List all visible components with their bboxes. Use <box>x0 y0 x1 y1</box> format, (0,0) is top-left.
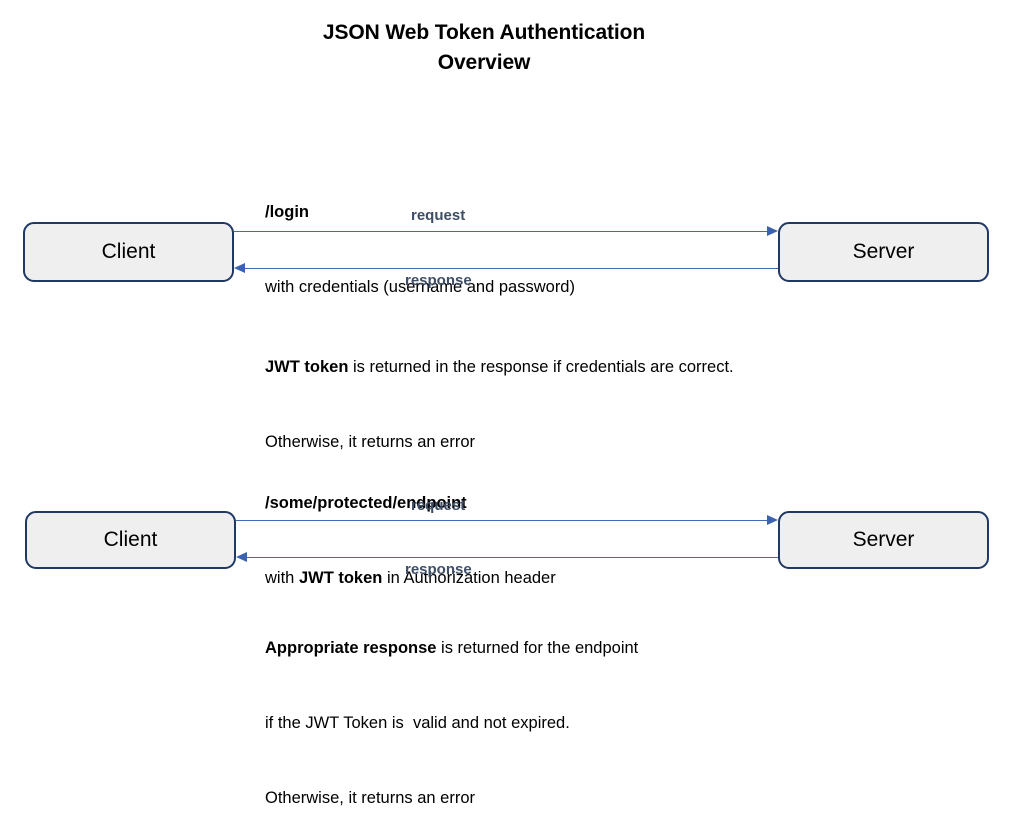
login-endpoint-label: /login <box>265 203 309 221</box>
login-response-label: response <box>405 272 472 289</box>
page-title: JSON Web Token Authentication Overview <box>0 18 968 78</box>
login-flow-client-node: Client <box>23 222 234 282</box>
protected-response-arrow-head <box>236 551 247 562</box>
login-footer-line-1: JWT token is returned in the response if… <box>265 355 734 380</box>
login-response-arrow-head <box>234 262 245 273</box>
login-credentials-label: with credentials (username and password) <box>265 278 575 296</box>
protected-flow-footer: Appropriate response is returned for the… <box>265 586 638 836</box>
protected-auth-jwt-token: JWT token <box>298 569 383 587</box>
protected-request-label: request <box>411 497 466 514</box>
login-response-arrow-line <box>245 268 778 269</box>
login-footer-line-2: Otherwise, it returns an error <box>265 433 475 451</box>
protected-footer-line-3: Otherwise, it returns an error <box>265 789 475 807</box>
login-flow-client-label: Client <box>101 240 156 263</box>
login-flow-footer: JWT token is returned in the response if… <box>265 305 734 480</box>
protected-flow-header: /some/protected/endpoint with JWT token … <box>265 441 556 616</box>
login-request-label: request <box>411 207 466 224</box>
login-flow-server-label: Server <box>852 240 915 263</box>
protected-response-arrow-line <box>247 557 778 558</box>
protected-endpoint-label: /some/protected/endpoint <box>265 494 467 512</box>
protected-footer-line-2: if the JWT Token is valid and not expire… <box>265 714 570 732</box>
protected-auth-suffix: in Authorization header <box>382 569 556 587</box>
protected-request-arrow-line <box>236 520 768 521</box>
protected-flow-client-label: Client <box>103 528 158 551</box>
protected-response-label: response <box>405 561 472 578</box>
protected-flow-server-node: Server <box>778 511 989 569</box>
protected-footer-line-1-rest: is returned for the endpoint <box>436 639 639 657</box>
protected-flow-server-label: Server <box>852 528 915 551</box>
protected-auth-header-line: with JWT token in Authorization header <box>265 566 556 591</box>
login-footer-line-1-rest: is returned in the response if credentia… <box>348 358 734 376</box>
protected-auth-prefix: with <box>265 569 299 587</box>
login-flow-header: /login with credentials (username and pa… <box>265 150 575 325</box>
login-footer-jwt-token: JWT token <box>265 358 349 376</box>
login-request-arrow-head <box>767 225 778 236</box>
page-title-line-2: Overview <box>437 51 531 74</box>
protected-footer-line-1: Appropriate response is returned for the… <box>265 636 638 661</box>
protected-request-arrow-head <box>767 514 778 525</box>
protected-footer-appropriate-response: Appropriate response <box>265 639 437 657</box>
login-request-arrow-line <box>234 231 768 232</box>
login-flow-server-node: Server <box>778 222 989 282</box>
page-title-line-1: JSON Web Token Authentication <box>322 21 646 44</box>
protected-flow-client-node: Client <box>25 511 236 569</box>
